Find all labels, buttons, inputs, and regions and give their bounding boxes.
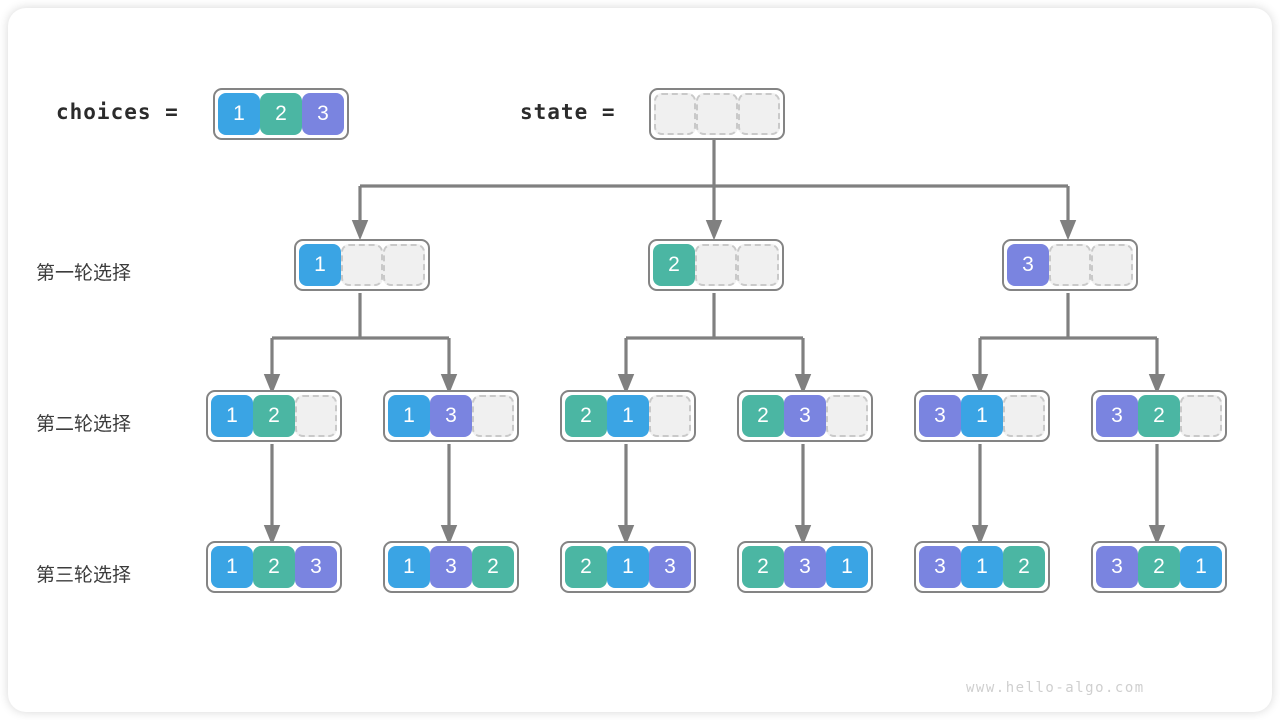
array-cell: 2 — [1138, 395, 1180, 437]
node-level3-4: 3 1 2 — [914, 541, 1050, 593]
array-cell-empty — [1091, 244, 1133, 286]
array-cell: 2 — [253, 546, 295, 588]
array-cell: 3 — [784, 395, 826, 437]
node-level2-1: 1 3 — [383, 390, 519, 442]
row-label-round-3: 第三轮选择 — [36, 565, 132, 586]
array-cell: 2 — [742, 546, 784, 588]
choices-label: choices = — [56, 100, 179, 124]
array-cell-empty — [826, 395, 868, 437]
state-array — [649, 88, 785, 140]
array-cell: 1 — [218, 93, 260, 135]
node-level2-4: 3 1 — [914, 390, 1050, 442]
array-cell-empty — [654, 93, 696, 135]
diagram-card: choices = 1 2 3 state = 第一轮选择 第二轮选择 第三轮选… — [8, 8, 1272, 712]
array-cell: 1 — [826, 546, 868, 588]
row-label-round-2: 第二轮选择 — [36, 414, 132, 435]
array-cell: 1 — [299, 244, 341, 286]
array-cell: 1 — [961, 395, 1003, 437]
array-cell-empty — [341, 244, 383, 286]
array-cell: 3 — [919, 395, 961, 437]
array-cell: 3 — [1096, 546, 1138, 588]
array-cell: 1 — [388, 546, 430, 588]
array-cell: 2 — [260, 93, 302, 135]
array-cell: 3 — [1096, 395, 1138, 437]
node-level3-1: 1 3 2 — [383, 541, 519, 593]
array-cell: 2 — [653, 244, 695, 286]
array-cell: 3 — [302, 93, 344, 135]
node-level2-5: 3 2 — [1091, 390, 1227, 442]
array-cell-empty — [1003, 395, 1045, 437]
array-cell: 1 — [211, 546, 253, 588]
array-cell-empty — [1180, 395, 1222, 437]
watermark: www.hello-algo.com — [966, 680, 1145, 696]
array-cell: 3 — [649, 546, 691, 588]
state-label: state = — [520, 100, 616, 124]
node-level2-2: 2 1 — [560, 390, 696, 442]
row-label-round-1: 第一轮选择 — [36, 263, 132, 284]
choices-array: 1 2 3 — [213, 88, 349, 140]
array-cell: 2 — [472, 546, 514, 588]
node-level2-3: 2 3 — [737, 390, 873, 442]
array-cell: 3 — [784, 546, 826, 588]
node-level1-2: 3 — [1002, 239, 1138, 291]
array-cell: 3 — [919, 546, 961, 588]
array-cell-empty — [738, 93, 780, 135]
array-cell: 1 — [211, 395, 253, 437]
array-cell-empty — [696, 93, 738, 135]
array-cell: 2 — [742, 395, 784, 437]
array-cell-empty — [649, 395, 691, 437]
array-cell-empty — [295, 395, 337, 437]
node-level3-2: 2 1 3 — [560, 541, 696, 593]
array-cell: 2 — [565, 395, 607, 437]
tree-edges — [263, 138, 1166, 546]
array-cell: 3 — [430, 546, 472, 588]
array-cell: 3 — [1007, 244, 1049, 286]
node-level3-5: 3 2 1 — [1091, 541, 1227, 593]
array-cell: 2 — [565, 546, 607, 588]
array-cell-empty — [383, 244, 425, 286]
array-cell-empty — [1049, 244, 1091, 286]
node-level3-0: 1 2 3 — [206, 541, 342, 593]
node-level3-3: 2 3 1 — [737, 541, 873, 593]
array-cell-empty — [695, 244, 737, 286]
array-cell: 1 — [607, 546, 649, 588]
node-level1-0: 1 — [294, 239, 430, 291]
array-cell: 3 — [295, 546, 337, 588]
array-cell: 1 — [961, 546, 1003, 588]
array-cell-empty — [737, 244, 779, 286]
array-cell: 1 — [388, 395, 430, 437]
array-cell: 1 — [1180, 546, 1222, 588]
array-cell: 2 — [253, 395, 295, 437]
node-level1-1: 2 — [648, 239, 784, 291]
node-level2-0: 1 2 — [206, 390, 342, 442]
array-cell: 1 — [607, 395, 649, 437]
array-cell: 2 — [1003, 546, 1045, 588]
array-cell: 3 — [430, 395, 472, 437]
array-cell: 2 — [1138, 546, 1180, 588]
array-cell-empty — [472, 395, 514, 437]
